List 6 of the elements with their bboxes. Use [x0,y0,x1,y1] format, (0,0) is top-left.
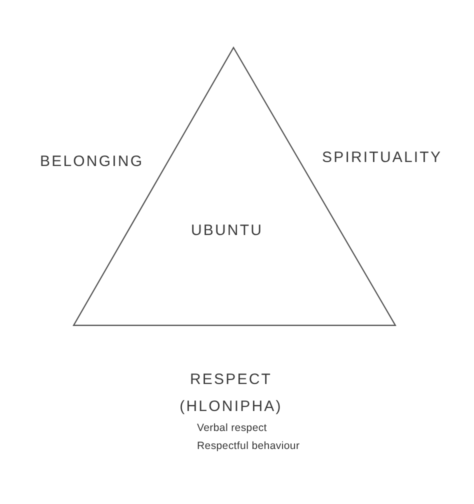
note-text: Respectful behaviour [197,440,300,453]
note-text: Verbal respect [197,422,267,435]
side-label: SPIRITUALITY [322,149,442,167]
bottom-label: RESPECT (HLONIPHA) [178,370,284,417]
side-label: BELONGING [40,153,144,171]
center-label: UBUNTU [190,222,264,240]
